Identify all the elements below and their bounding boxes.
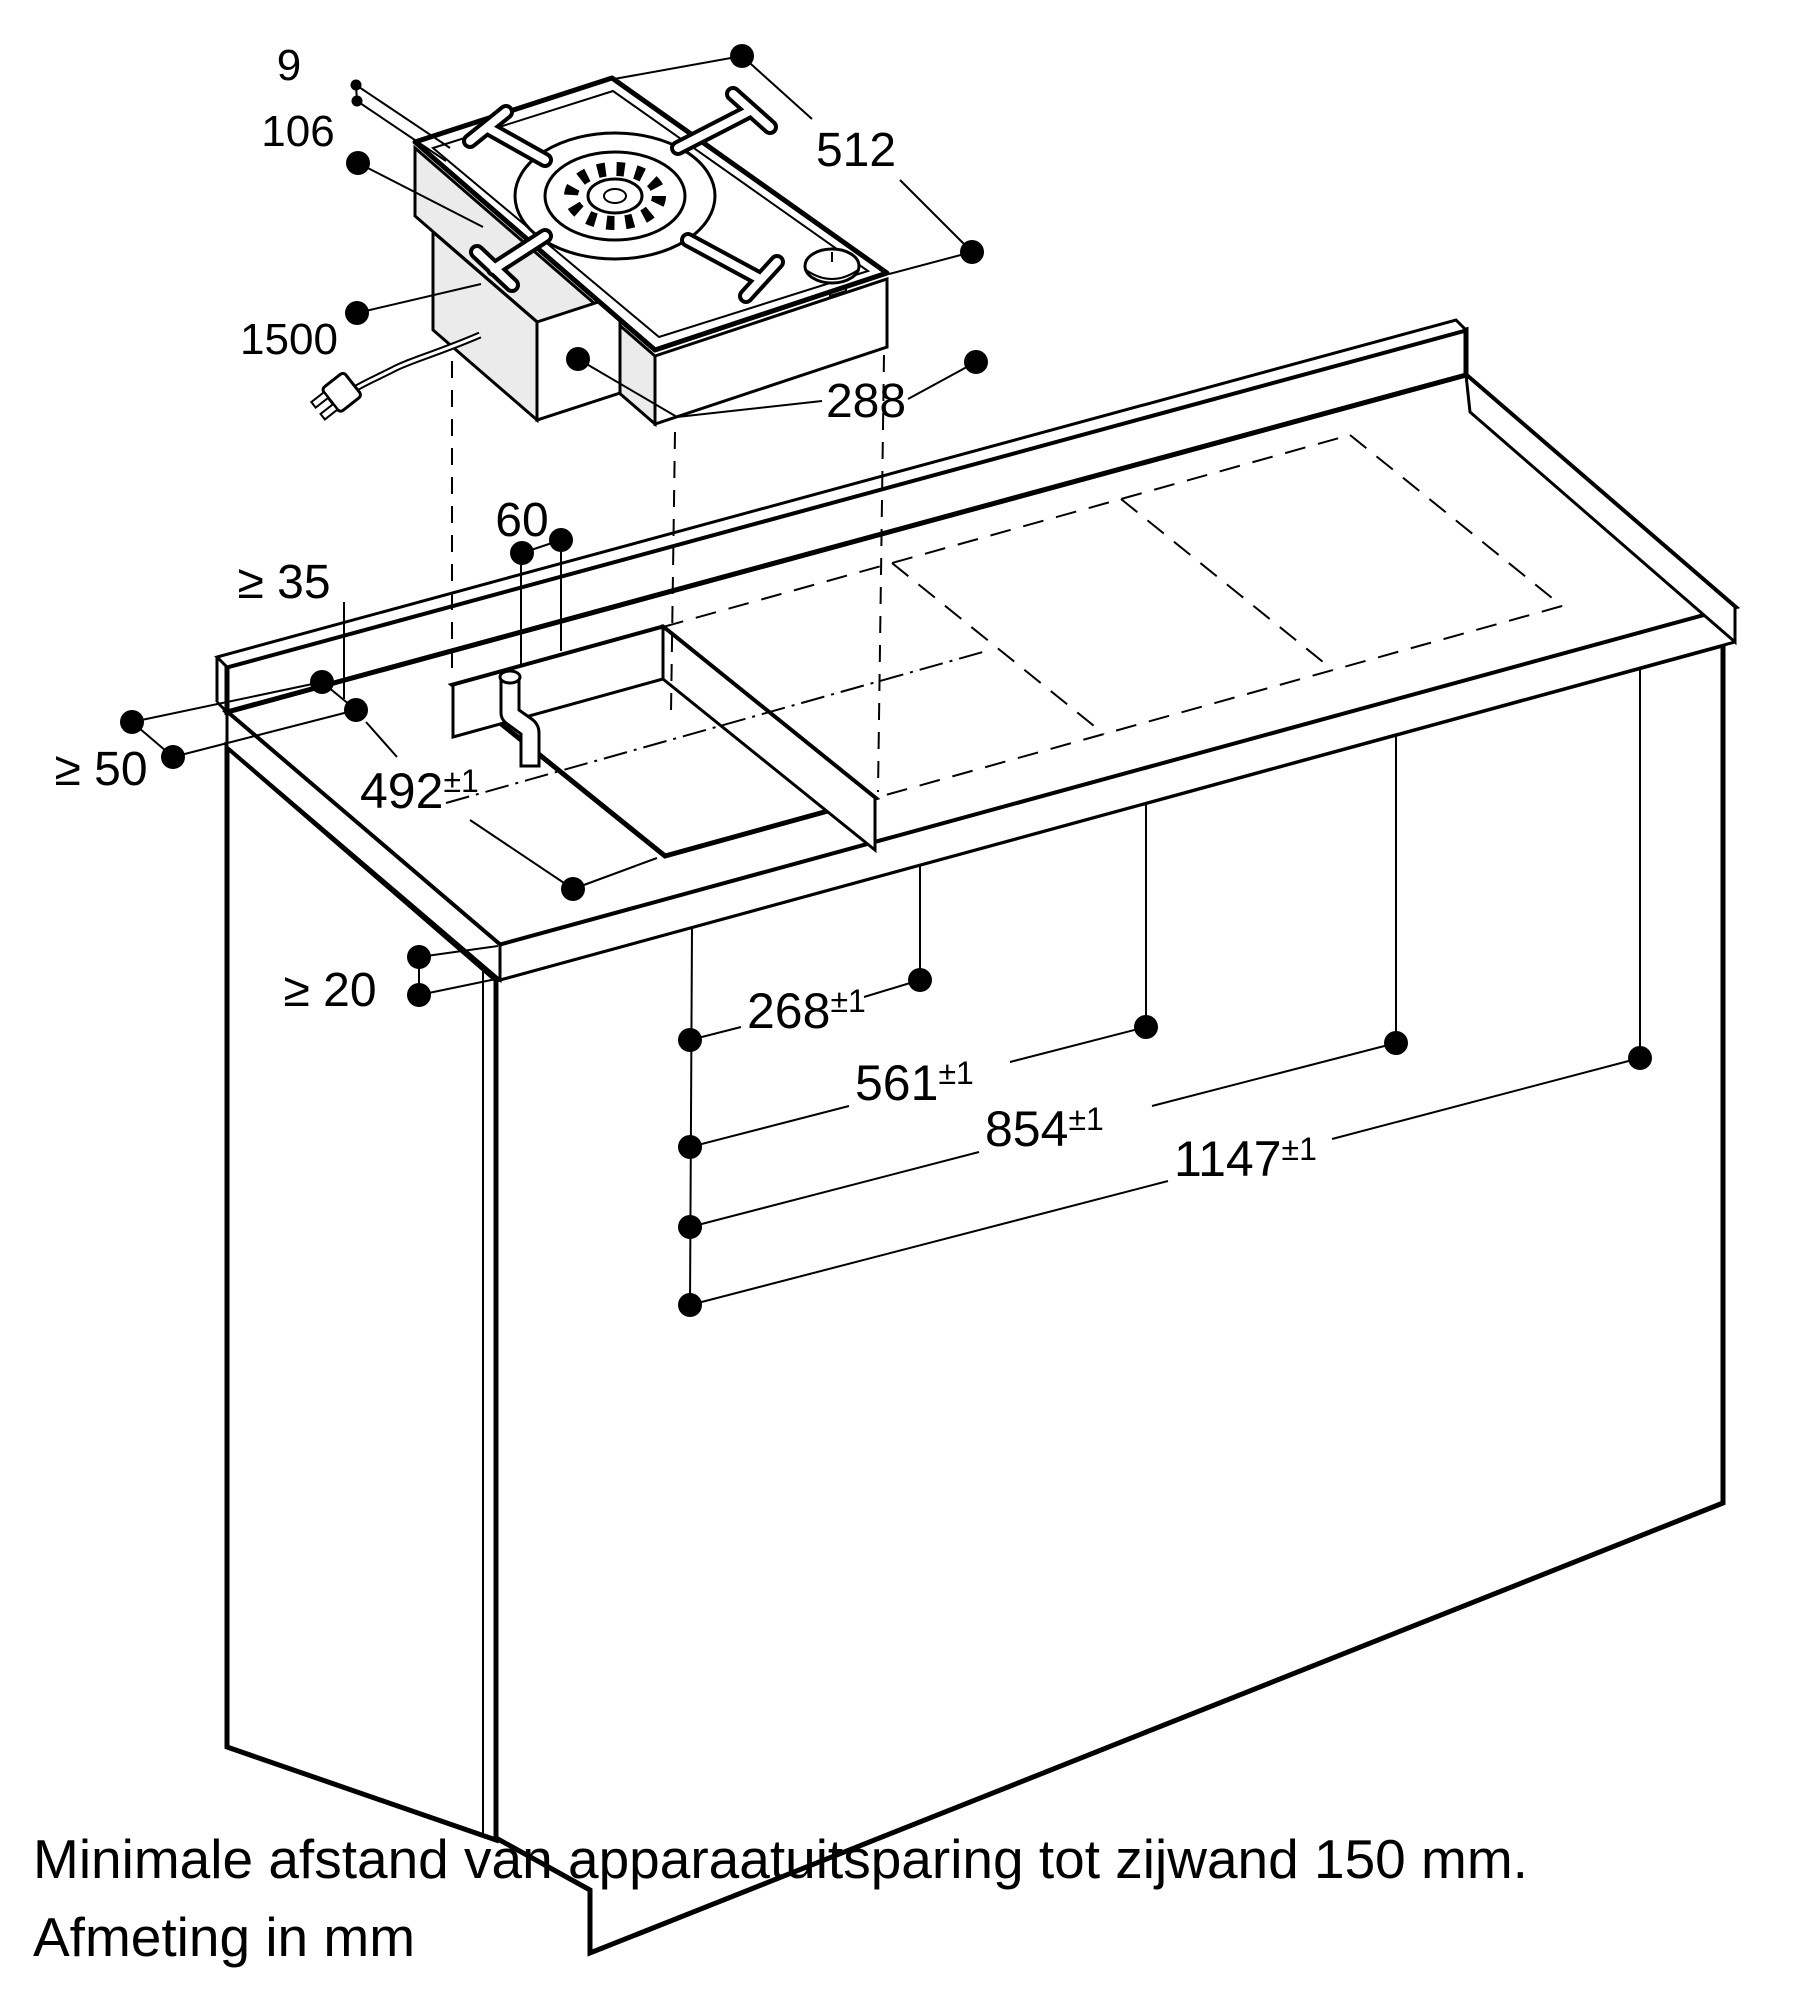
dim-288: 288 <box>566 347 988 428</box>
backsplash-top <box>214 318 1469 669</box>
dim-512-label: 512 <box>816 124 896 177</box>
dimensions: 9 106 1500 512 288 <box>54 41 1652 1317</box>
cutout-inner-right-wall <box>661 623 877 854</box>
dim-50: ≥ 50 <box>54 681 357 796</box>
dim-561: 561±1 <box>678 1015 1158 1159</box>
power-cord <box>347 331 482 395</box>
dim-492-label: 492±1 <box>360 763 479 819</box>
dim-854-label: 854±1 <box>985 1101 1104 1157</box>
cabinet-and-worktop <box>214 318 1741 1957</box>
dim-268-label: 268±1 <box>747 983 866 1039</box>
dim-60: 60 <box>495 494 573 666</box>
worktop-cutout <box>445 623 984 859</box>
dim-1147-label: 1147±1 <box>1174 1131 1317 1187</box>
dim-20: ≥ 20 <box>283 945 502 1017</box>
dim-492: 492±1 <box>360 721 658 901</box>
dim-854: 854±1 <box>678 1031 1408 1239</box>
note-line-2: Afmeting in mm <box>33 1906 415 1968</box>
dimension-columns <box>689 668 1641 1306</box>
dim-268: 268±1 <box>678 968 932 1052</box>
dim-1500: 1500 <box>240 283 482 364</box>
gas-connection-pipe-icon <box>498 669 541 768</box>
dim-1500-label: 1500 <box>240 315 338 364</box>
hob-body-front-face <box>653 276 889 427</box>
worktop-left-end <box>225 708 502 984</box>
dim-106-label: 106 <box>261 107 334 156</box>
dim-561-label: 561±1 <box>855 1055 974 1111</box>
note-line-1: Minimale afstand van apparaatuitsparing … <box>33 1828 1528 1890</box>
wok-burner-icon <box>513 131 717 261</box>
dim-9: 9 <box>277 41 451 162</box>
future-cutout-positions-dashed <box>662 434 1563 799</box>
control-knob-icon <box>803 247 861 285</box>
dim-512: 512 <box>613 44 984 275</box>
dim-288-label: 288 <box>826 375 906 428</box>
pan-support-grate-icon <box>462 86 785 304</box>
notes: Minimale afstand van apparaatuitsparing … <box>33 1828 1528 1968</box>
dim-9-label: 9 <box>277 41 301 90</box>
dim-60-label: 60 <box>495 494 548 547</box>
power-plug-icon <box>309 371 362 421</box>
dim-20-label: ≥ 20 <box>283 964 376 1017</box>
dim-1147: 1147±1 <box>678 1046 1652 1317</box>
worktop-right-end <box>1464 371 1737 646</box>
dim-50-label: ≥ 50 <box>54 743 147 796</box>
hob-plate-rim <box>430 89 871 339</box>
dim-35: ≥ 35 <box>237 556 368 722</box>
gas-hob-unit <box>309 75 890 428</box>
dim-106: 106 <box>261 107 484 228</box>
cutout-centerline <box>445 651 984 804</box>
dim-35-label: ≥ 35 <box>237 556 330 609</box>
